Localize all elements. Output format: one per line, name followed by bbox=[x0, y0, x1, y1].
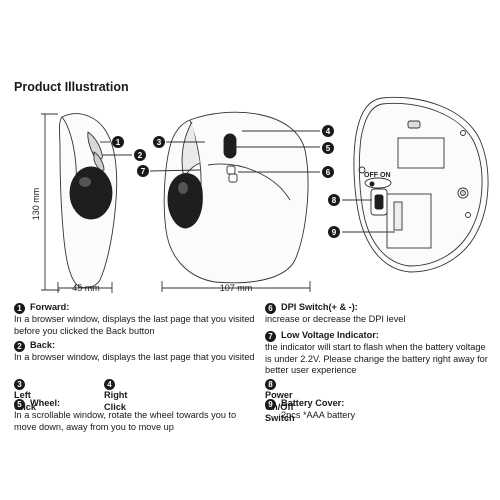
legend-item-back: 2 Back: In a browser window, displays the… bbox=[14, 340, 259, 364]
callout-2: 2 bbox=[134, 149, 146, 161]
svg-text:7: 7 bbox=[141, 167, 146, 176]
callout-4: 4 bbox=[322, 125, 334, 137]
legend-description: 2pcs *AAA battery bbox=[281, 410, 356, 420]
svg-text:1: 1 bbox=[116, 138, 121, 147]
legend-item-right-click: 4Right Click bbox=[104, 378, 127, 413]
legend-title: Right Click bbox=[104, 390, 128, 412]
legend-item-wheel: 5 Wheel: In a scrollable window, rotate t… bbox=[14, 398, 259, 433]
number-badge: 8 bbox=[265, 379, 276, 390]
number-badge: 6 bbox=[265, 303, 276, 314]
callout-6: 6 bbox=[322, 166, 334, 178]
callout-5: 5 bbox=[322, 142, 334, 154]
legend-description: the indicator will start to flash when t… bbox=[265, 342, 488, 375]
legend-title: Wheel: bbox=[30, 398, 61, 408]
legend-title: Back: bbox=[30, 340, 56, 350]
back-view-mouse bbox=[163, 111, 309, 284]
legend-description: In a browser window, displays the last p… bbox=[14, 352, 255, 362]
callout-7: 7 bbox=[137, 165, 149, 177]
side-view-mouse bbox=[59, 113, 118, 289]
svg-text:4: 4 bbox=[326, 127, 331, 136]
svg-text:3: 3 bbox=[157, 138, 162, 147]
height-dimension: 130 mm bbox=[31, 188, 41, 221]
svg-text:2: 2 bbox=[138, 151, 143, 160]
callout-3: 3 bbox=[153, 136, 165, 148]
switch-off-label: OFF bbox=[364, 172, 379, 179]
legend-item-forward: 1 Forward: In a browser window, displays … bbox=[14, 302, 259, 337]
number-badge: 4 bbox=[104, 379, 115, 390]
side-width-dimension: 45 mm bbox=[72, 283, 100, 293]
legend-title: Power On/Off Switch bbox=[265, 390, 295, 423]
svg-text:5: 5 bbox=[326, 144, 331, 153]
switch-on-label: ON bbox=[380, 172, 391, 179]
callout-1: 1 bbox=[112, 136, 124, 148]
number-badge: 9 bbox=[265, 399, 276, 410]
legend-item-low-voltage: 7 Low Voltage Indicator: the indicator wi… bbox=[265, 330, 490, 377]
legend-title: Battery Cover: bbox=[281, 398, 345, 408]
svg-text:8: 8 bbox=[332, 196, 337, 205]
number-badge: 7 bbox=[265, 331, 276, 342]
page-title: Product Illustration bbox=[14, 80, 129, 94]
legend-title: DPI Switch(+ & -): bbox=[281, 302, 358, 312]
legend-title: Low Voltage Indicator: bbox=[281, 330, 379, 340]
legend-item-dpi-switch: 6 DPI Switch(+ & -): increase or decrease… bbox=[265, 302, 490, 326]
callout-9: 9 bbox=[328, 226, 340, 238]
legend-item-battery-cover: 9 Battery Cover: 2pcs *AAA battery bbox=[265, 398, 490, 422]
number-badge: 2 bbox=[14, 341, 25, 352]
legend-description: In a browser window, displays the last p… bbox=[14, 314, 255, 336]
legend-title: Left Click bbox=[14, 390, 36, 412]
legend-description: increase or decrease the DPI level bbox=[265, 314, 406, 324]
number-badge: 5 bbox=[14, 399, 25, 410]
number-badge: 1 bbox=[14, 303, 25, 314]
svg-text:9: 9 bbox=[332, 228, 337, 237]
legend-description: In a scrollable window, rotate the wheel… bbox=[14, 410, 237, 432]
legend-item-power-switch: 8Power On/Off Switch bbox=[265, 378, 295, 425]
bottom-view-mouse bbox=[353, 96, 489, 273]
callout-8: 8 bbox=[328, 194, 340, 206]
svg-text:6: 6 bbox=[326, 168, 331, 177]
back-width-dimension: 107 mm bbox=[220, 283, 253, 293]
legend-item-left-click: 3Left Click bbox=[14, 378, 36, 413]
legend-title: Forward: bbox=[30, 302, 70, 312]
number-badge: 3 bbox=[14, 379, 25, 390]
